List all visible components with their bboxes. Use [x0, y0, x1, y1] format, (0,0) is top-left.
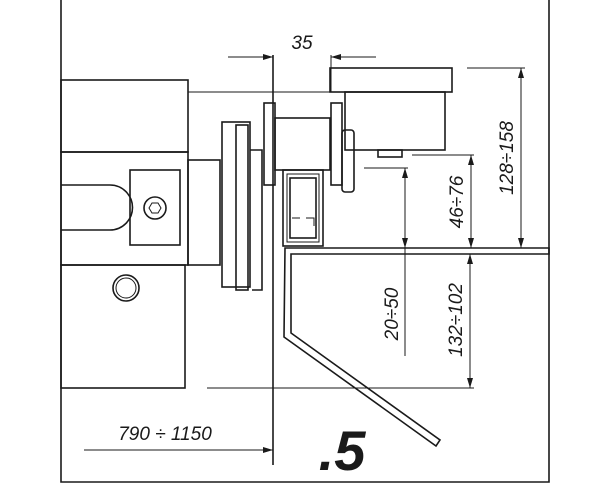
bolt-icon [112, 274, 140, 302]
dimension-total-height: 128÷158 [467, 67, 525, 248]
mounting-bracket [221, 121, 263, 291]
upper-cover [329, 67, 453, 158]
roller [263, 102, 355, 193]
rail-channel [282, 169, 324, 247]
dimension-lower-height: 132÷102 [207, 254, 474, 389]
dimension-label: 35 [291, 33, 313, 54]
dimension-upper-gap: 46÷76 [412, 154, 474, 248]
hex-nut-icon [143, 196, 167, 220]
dimension-roller-width: 35 [228, 33, 376, 92]
dimension-label: 128÷158 [497, 121, 518, 195]
detail-label: .5 [319, 419, 367, 482]
floor-plate [283, 247, 550, 448]
dimension-label: 46÷76 [447, 175, 468, 228]
dimension-rail-gap: 20÷50 [364, 167, 408, 356]
dimension-label: 790 ÷ 1150 [118, 424, 212, 445]
dimension-horizontal-range: 790 ÷ 1150 [84, 424, 273, 453]
dimension-label: 132÷102 [446, 283, 467, 357]
drawing-frame [60, 0, 550, 483]
motor-housing [60, 79, 330, 389]
dimension-label: 20÷50 [382, 287, 403, 341]
